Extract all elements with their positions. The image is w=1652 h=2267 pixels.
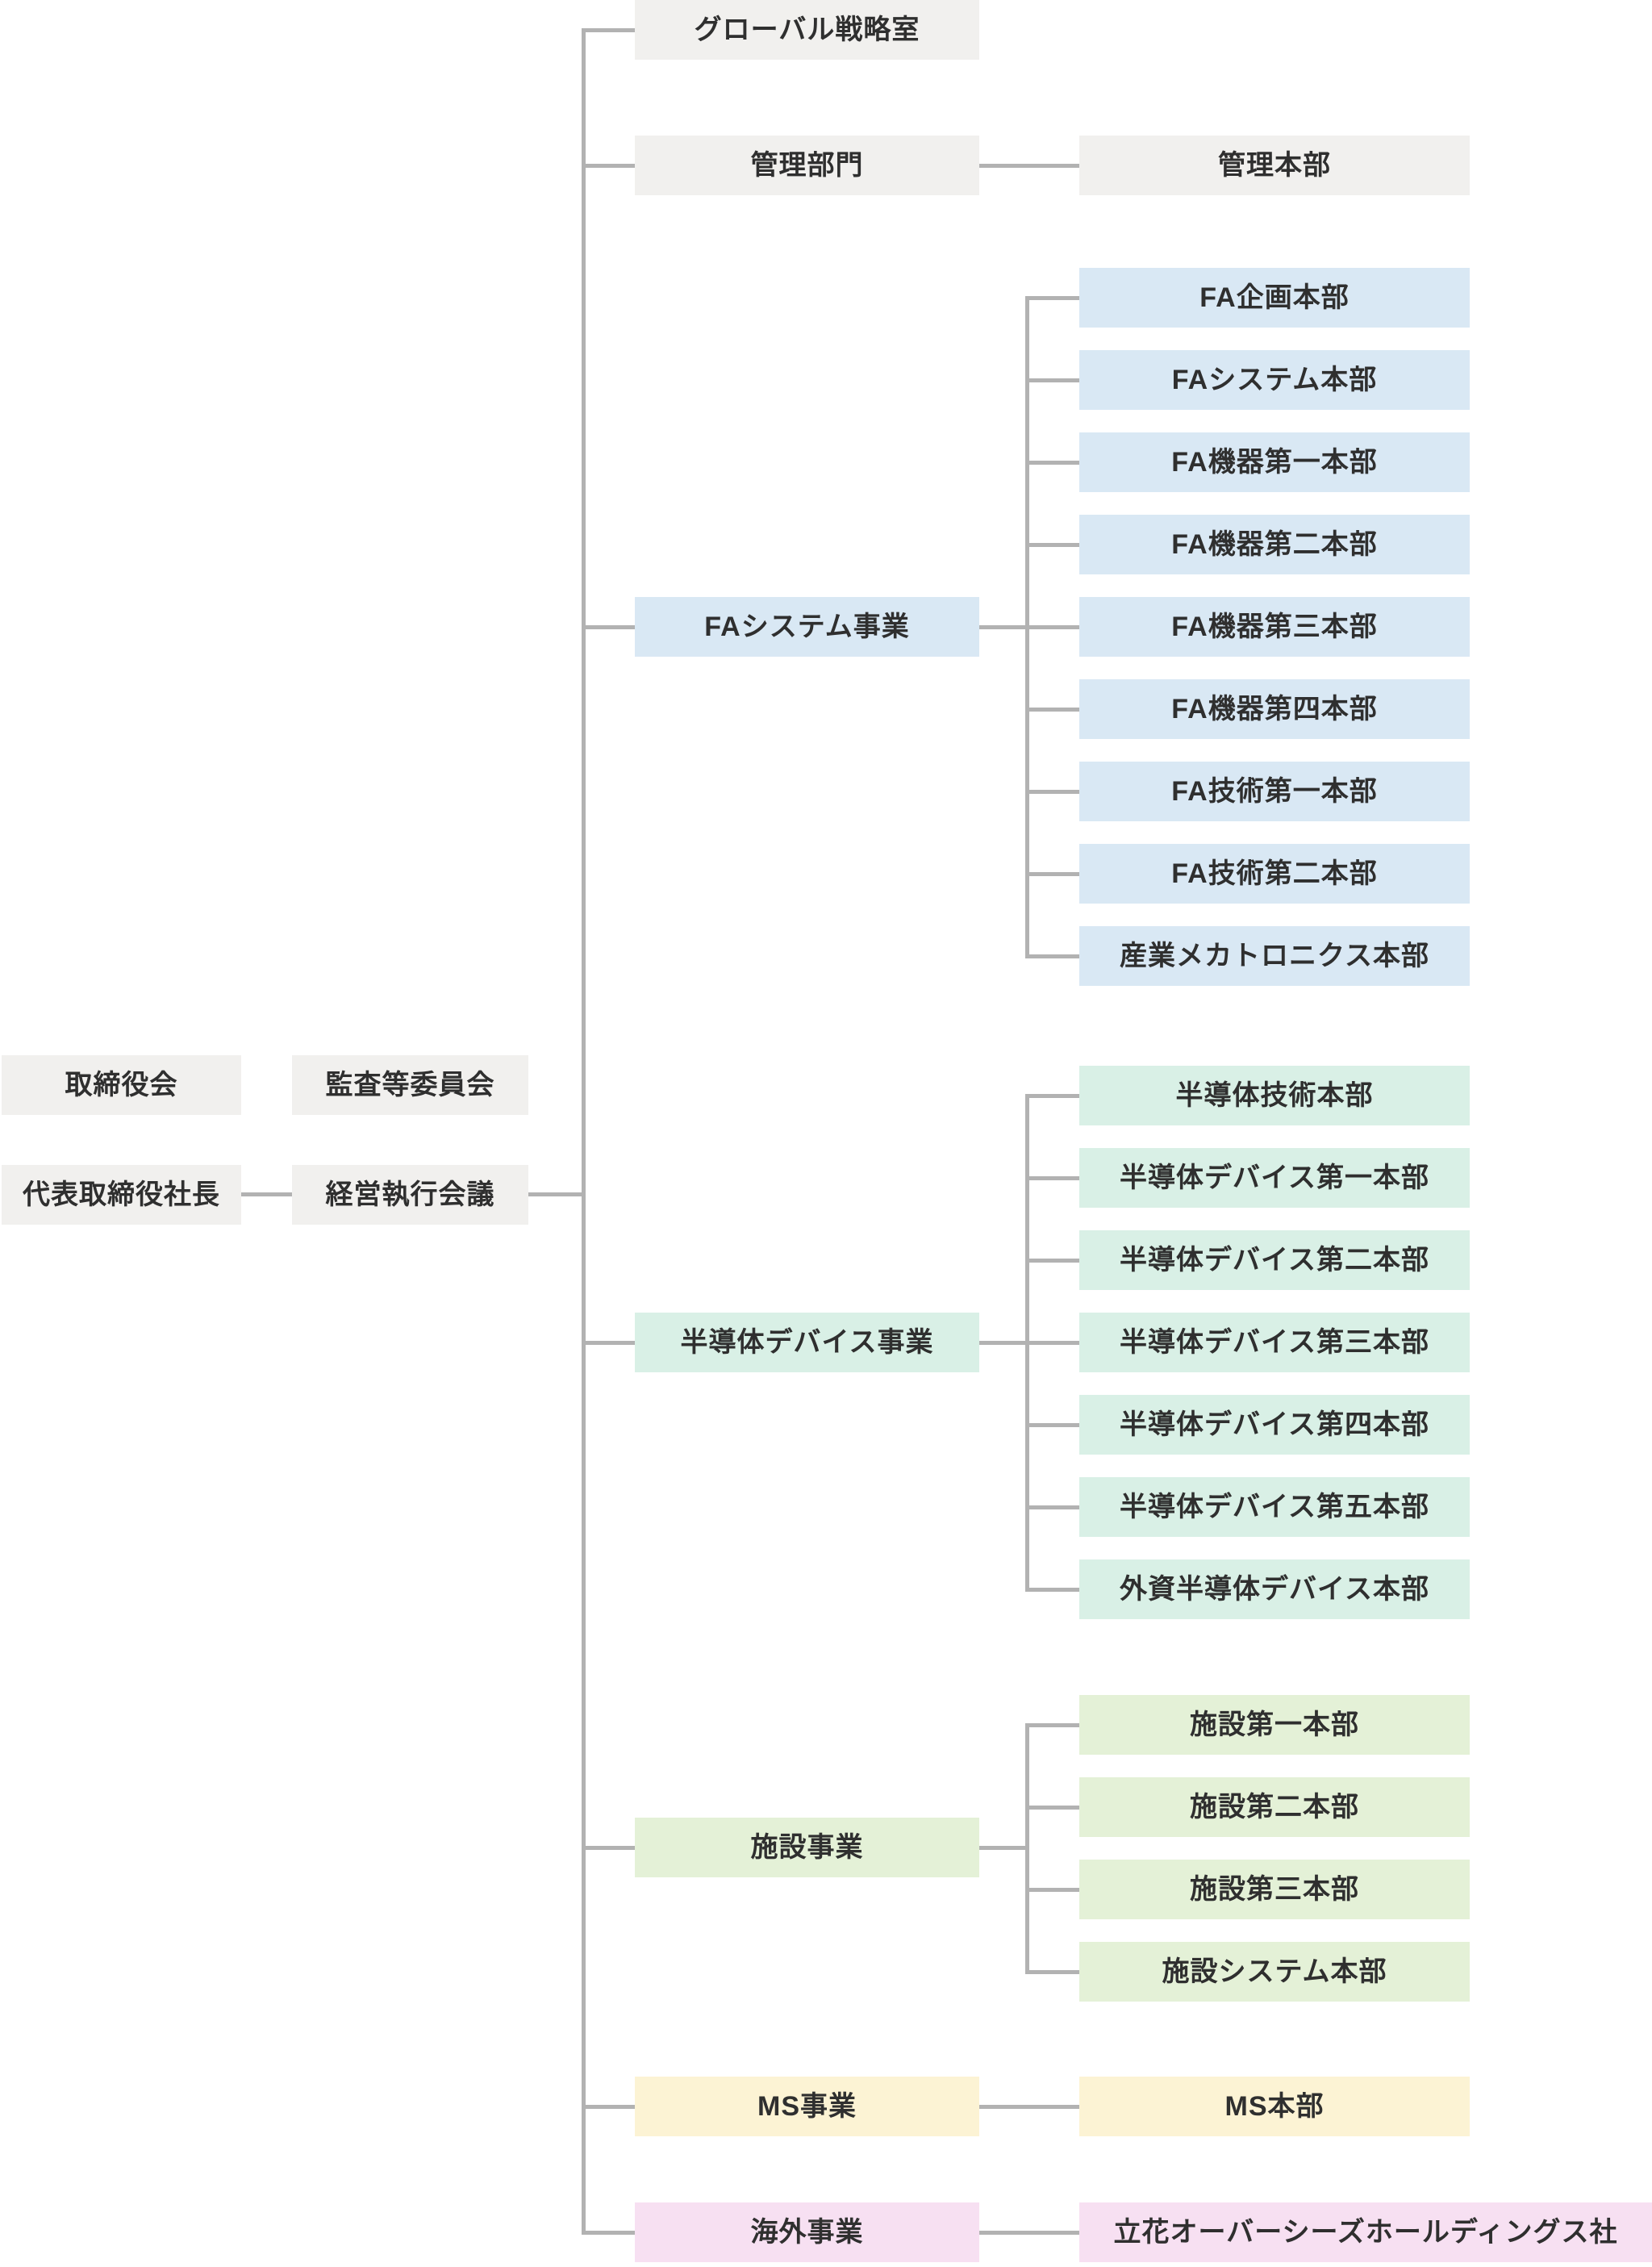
connector-stub-semi-3 bbox=[1025, 1341, 1079, 1345]
box-ms-hq: MS本部 bbox=[1079, 2077, 1470, 2136]
box-fa-child-8: 産業メカトロニクス本部 bbox=[1079, 926, 1470, 986]
box-audit-committee: 監査等委員会 bbox=[292, 1055, 528, 1115]
box-fa-child-6: FA技術第一本部 bbox=[1079, 762, 1470, 821]
box-overseas-business: 海外事業 bbox=[635, 2202, 979, 2262]
box-fa-child-2: FA機器第一本部 bbox=[1079, 432, 1470, 492]
connector-row-admin bbox=[979, 164, 1079, 168]
box-executive-council: 経営執行会議 bbox=[292, 1165, 528, 1225]
box-facility-child-1: 施設第二本部 bbox=[1079, 1777, 1470, 1837]
box-overseas-holdings: 立花オーバーシーズホールディングス社 bbox=[1079, 2202, 1652, 2262]
box-semiconductor-child-4: 半導体デバイス第四本部 bbox=[1079, 1395, 1470, 1455]
connector-branch-ms bbox=[582, 2105, 635, 2109]
box-board-of-directors: 取締役会 bbox=[2, 1055, 241, 1115]
box-fa-child-7: FA技術第二本部 bbox=[1079, 844, 1470, 904]
box-fa-child-0: FA企画本部 bbox=[1079, 268, 1470, 328]
box-fa-child-3: FA機器第二本部 bbox=[1079, 515, 1470, 574]
box-fa-child-5: FA機器第四本部 bbox=[1079, 679, 1470, 739]
connector-stub-fa-8 bbox=[1025, 954, 1079, 958]
box-semiconductor-child-1: 半導体デバイス第一本部 bbox=[1079, 1148, 1470, 1208]
box-semiconductor-business: 半導体デバイス事業 bbox=[635, 1313, 979, 1372]
connector-stub-semi-0 bbox=[1025, 1094, 1079, 1098]
box-semiconductor-child-5: 半導体デバイス第五本部 bbox=[1079, 1477, 1470, 1537]
connector-group-facility bbox=[1025, 1723, 1029, 1974]
connector-stub-semi-6 bbox=[1025, 1588, 1079, 1592]
connector-stub-facility-3 bbox=[1025, 1970, 1079, 1974]
connector-stub-fa-6 bbox=[1025, 790, 1079, 794]
connector-branch-overseas bbox=[582, 2231, 635, 2235]
connector-stub-fa-3 bbox=[1025, 543, 1079, 547]
box-facility-business: 施設事業 bbox=[635, 1818, 979, 1877]
connector-stub-facility-2 bbox=[1025, 1888, 1079, 1892]
connector-stub-semi-5 bbox=[1025, 1505, 1079, 1509]
box-fa-child-1: FAシステム本部 bbox=[1079, 350, 1470, 410]
box-ms-business: MS事業 bbox=[635, 2077, 979, 2136]
connector-stub-facility-0 bbox=[1025, 1723, 1079, 1727]
connector-stub-fa-5 bbox=[1025, 708, 1079, 712]
box-global-strategy-office: グローバル戦略室 bbox=[635, 0, 979, 60]
box-fa-business: FAシステム事業 bbox=[635, 597, 979, 657]
box-semiconductor-child-6: 外資半導体デバイス本部 bbox=[1079, 1559, 1470, 1619]
connector-row-facility bbox=[979, 1846, 1029, 1850]
box-facility-child-0: 施設第一本部 bbox=[1079, 1695, 1470, 1755]
box-admin-division: 管理部門 bbox=[635, 136, 979, 195]
connector-stub-fa-7 bbox=[1025, 872, 1079, 876]
box-facility-child-3: 施設システム本部 bbox=[1079, 1942, 1470, 2002]
box-president: 代表取締役社長 bbox=[2, 1165, 241, 1225]
connector-stub-semi-1 bbox=[1025, 1176, 1079, 1180]
box-facility-child-2: 施設第三本部 bbox=[1079, 1860, 1470, 1919]
connector-branch-semi bbox=[582, 1341, 635, 1345]
box-semiconductor-child-0: 半導体技術本部 bbox=[1079, 1066, 1470, 1125]
box-semiconductor-child-3: 半導体デバイス第三本部 bbox=[1079, 1313, 1470, 1372]
connector-stub-fa-1 bbox=[1025, 378, 1079, 382]
connector-branch-facility bbox=[582, 1846, 635, 1850]
connector-stub-fa-4 bbox=[1025, 625, 1079, 629]
connector-branch-admin bbox=[582, 164, 635, 168]
connector-stub-fa-0 bbox=[1025, 296, 1079, 300]
box-fa-child-4: FA機器第三本部 bbox=[1079, 597, 1470, 657]
box-semiconductor-child-2: 半導体デバイス第二本部 bbox=[1079, 1230, 1470, 1290]
connector-president-council bbox=[241, 1192, 292, 1196]
box-admin-hq: 管理本部 bbox=[1079, 136, 1470, 195]
connector-row-ms bbox=[979, 2105, 1079, 2109]
connector-branch-fa bbox=[582, 625, 635, 629]
connector-council-trunk bbox=[528, 1192, 586, 1196]
connector-branch-global bbox=[582, 28, 635, 32]
connector-stub-semi-4 bbox=[1025, 1423, 1079, 1427]
connector-stub-semi-2 bbox=[1025, 1259, 1079, 1263]
connector-stub-fa-2 bbox=[1025, 461, 1079, 465]
connector-row-overseas bbox=[979, 2231, 1079, 2235]
connector-trunk bbox=[582, 28, 586, 2235]
connector-stub-facility-1 bbox=[1025, 1806, 1079, 1810]
